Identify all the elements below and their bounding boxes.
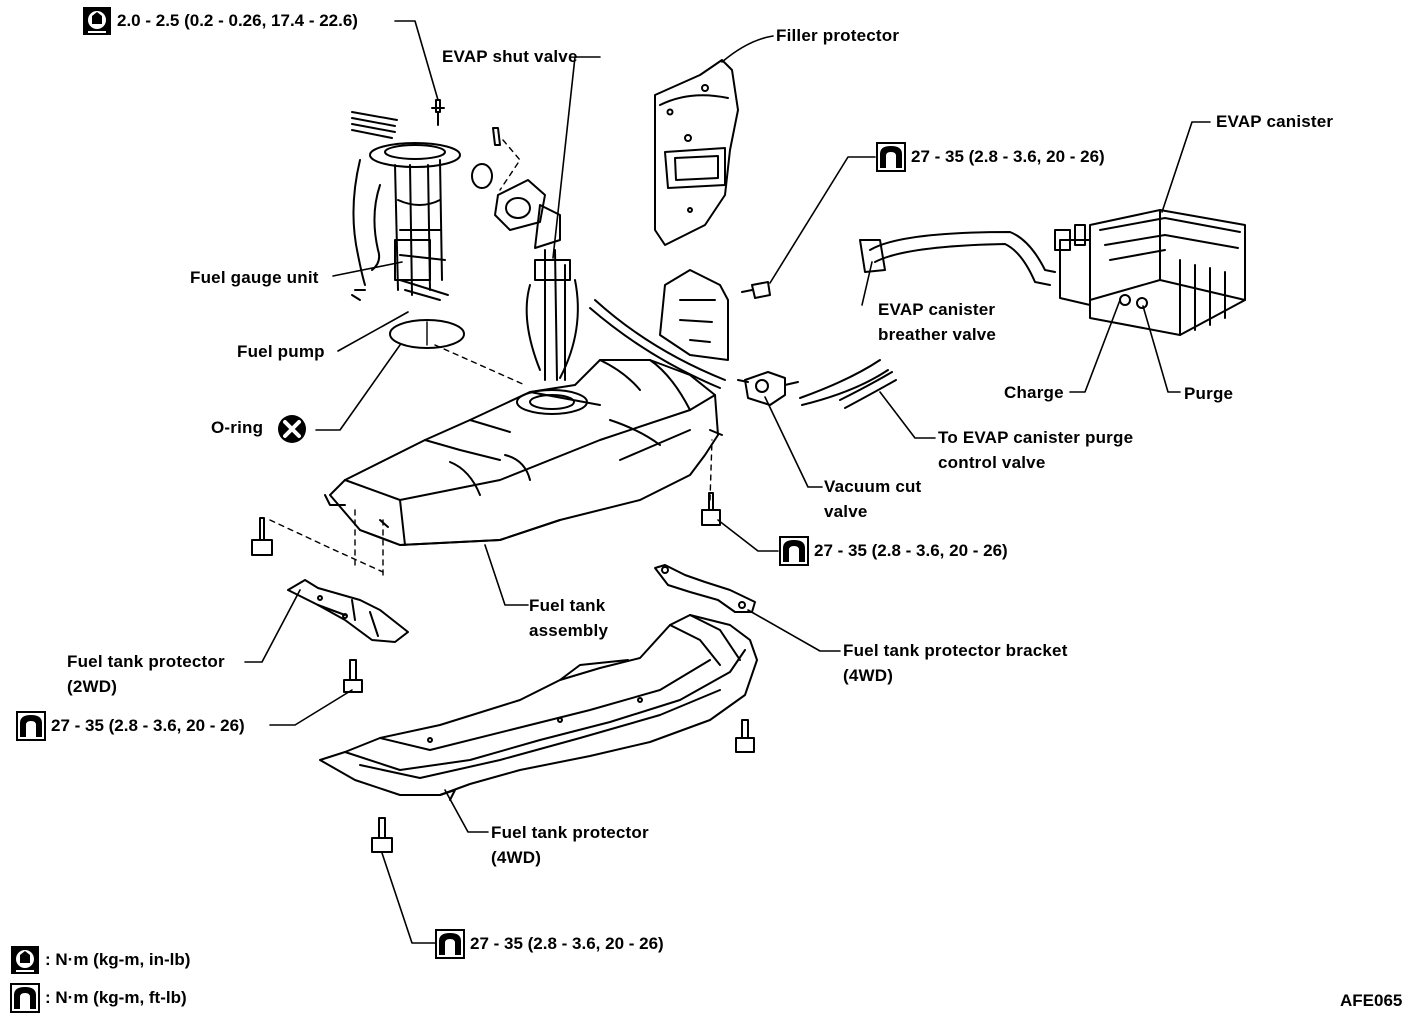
torque-spec-pump-screw: 2.0 - 2.5 (0.2 - 0.26, 17.4 - 22.6) — [82, 6, 358, 36]
label-fuel-pump: Fuel pump — [237, 342, 325, 361]
leader-lines — [244, 20, 1211, 944]
do-not-reuse-icon — [278, 415, 306, 443]
label-line: EVAP canister — [878, 300, 996, 319]
torque-wrench-ftlb-icon — [435, 929, 465, 959]
torque-spec-protector-4wd: 27 - 35 (2.8 - 3.6, 20 - 26) — [435, 929, 664, 959]
tank-bolt-left — [251, 517, 273, 556]
vacuum-cut-valve — [737, 359, 897, 409]
protector-2wd-bolt — [343, 659, 363, 693]
canister-bracket-bolt — [741, 281, 771, 299]
label-charge: Charge — [1004, 383, 1064, 402]
torque-wrench-inlb-icon — [82, 6, 112, 36]
torque-wrench-ftlb-icon — [10, 983, 40, 1013]
label-line: (2WD) — [67, 677, 118, 696]
filler-protector — [654, 59, 739, 246]
evap-shut-valve — [471, 127, 579, 381]
legend-ftlb: : N·m (kg-m, ft-lb) — [10, 983, 187, 1013]
torque-wrench-ftlb-icon — [16, 711, 46, 741]
protector-4wd-bolt-front — [371, 817, 393, 853]
torque-value: 27 - 35 (2.8 - 3.6, 20 - 26) — [911, 147, 1105, 166]
legend-inlb: : N·m (kg-m, in-lb) — [10, 945, 190, 975]
label-filler-protector: Filler protector — [776, 26, 900, 45]
torque-value: 27 - 35 (2.8 - 3.6, 20 - 26) — [51, 716, 245, 735]
pump-screw — [431, 99, 445, 126]
label-line: breather valve — [878, 325, 997, 344]
label-line: control valve — [938, 453, 1046, 472]
label-to-evap-purge-control-valve: To EVAP canister purge control valve — [938, 425, 1133, 475]
protector-4wd-bolt-rear — [735, 719, 755, 753]
label-fuel-tank-protector-4wd: Fuel tank protector (4WD) — [491, 820, 649, 870]
label-line: Fuel tank protector — [67, 652, 225, 671]
label-line: To EVAP canister purge — [938, 428, 1134, 447]
legend-text: : N·m (kg-m, ft-lb) — [45, 988, 187, 1007]
label-fuel-tank-protector-2wd: Fuel tank protector (2WD) — [67, 649, 225, 699]
label-evap-canister: EVAP canister — [1216, 112, 1334, 131]
label-line: Vacuum cut — [824, 477, 922, 496]
tank-bolt-right — [701, 492, 721, 526]
torque-value: 27 - 35 (2.8 - 3.6, 20 - 26) — [470, 934, 664, 953]
filler-hose-bracket — [589, 269, 729, 389]
torque-wrench-inlb-icon — [10, 945, 40, 975]
torque-value: 27 - 35 (2.8 - 3.6, 20 - 26) — [814, 541, 1008, 560]
label-evap-breather-valve: EVAP canister breather valve — [878, 297, 996, 347]
torque-spec-tank-bolt: 27 - 35 (2.8 - 3.6, 20 - 26) — [779, 536, 1008, 566]
label-line: Fuel tank protector — [491, 823, 649, 842]
label-vacuum-cut-valve: Vacuum cut valve — [824, 474, 921, 524]
torque-spec-protector-2wd: 27 - 35 (2.8 - 3.6, 20 - 26) — [16, 711, 245, 741]
fuel-tank-protector-4wd — [319, 614, 758, 801]
fuel-tank-protector-bracket-4wd — [654, 564, 756, 613]
label-purge: Purge — [1184, 384, 1234, 403]
label-line: valve — [824, 502, 868, 521]
torque-wrench-ftlb-icon — [779, 536, 809, 566]
fuel-tank-protector-2wd — [287, 579, 409, 643]
label-line: Fuel tank — [529, 596, 606, 615]
label-line: (4WD) — [491, 848, 542, 867]
torque-value: 2.0 - 2.5 (0.2 - 0.26, 17.4 - 22.6) — [117, 11, 358, 30]
label-line: Fuel tank protector bracket — [843, 641, 1068, 660]
fuel-gauge-unit-and-pump — [351, 111, 461, 301]
torque-wrench-ftlb-icon — [876, 142, 906, 172]
label-fuel-tank-protector-bracket: Fuel tank protector bracket (4WD) — [843, 638, 1068, 688]
label-fuel-gauge-unit: Fuel gauge unit — [190, 268, 319, 287]
label-fuel-tank-assembly: Fuel tank assembly — [529, 593, 608, 643]
label-o-ring: O-ring — [211, 418, 264, 437]
o-ring — [389, 319, 465, 349]
label-line: (4WD) — [843, 666, 894, 685]
label-evap-shut-valve: EVAP shut valve — [442, 47, 578, 66]
torque-spec-canister-bracket: 27 - 35 (2.8 - 3.6, 20 - 26) — [876, 142, 1105, 172]
label-line: assembly — [529, 621, 609, 640]
legend-text: : N·m (kg-m, in-lb) — [45, 950, 191, 969]
fuel-tank-assembly — [324, 359, 723, 546]
evap-canister — [859, 209, 1246, 336]
figure-code: AFE065 — [1340, 991, 1403, 1010]
